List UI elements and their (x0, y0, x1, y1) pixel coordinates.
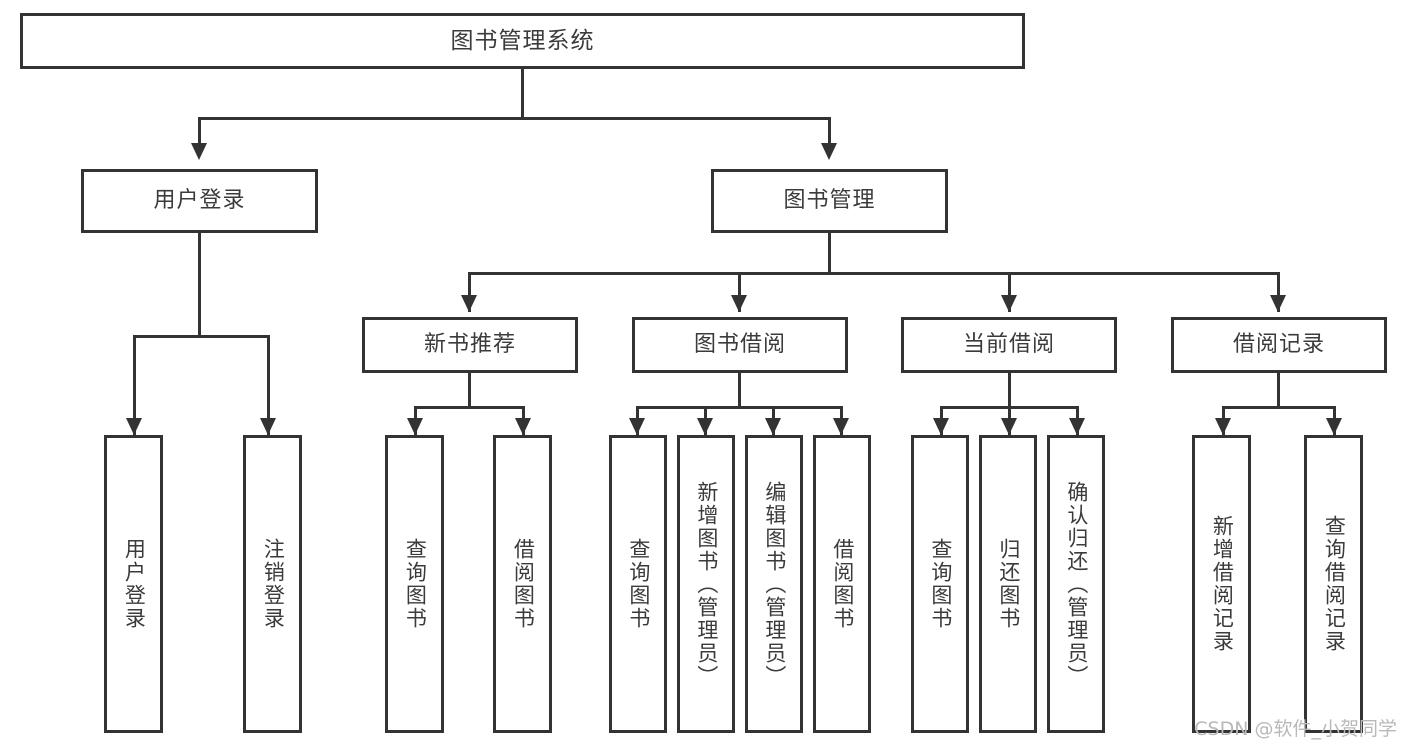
node-book-borrow[interactable]: 图书借阅 (632, 317, 848, 373)
connector-user-login-bus (133, 335, 270, 338)
connector-root-to-book-management (828, 117, 831, 145)
connector-nbr-bus (414, 406, 525, 409)
node-new-book-recommend[interactable]: 新书推荐 (362, 317, 578, 373)
node-label: 查询图书 (928, 538, 953, 630)
node-label: 借阅记录 (1232, 331, 1325, 357)
connector-nbr-stem (468, 373, 471, 409)
node-book-management[interactable]: 图书管理 (711, 169, 948, 233)
node-label: 注销登录 (261, 538, 286, 630)
connector-bm-to-borrow-record (1277, 272, 1280, 312)
node-label: 图书管理 (783, 187, 876, 213)
arrow-nbr-to-leaf-1 (407, 418, 423, 435)
arrow-br-to-leaf-2 (1326, 418, 1342, 435)
connector-bm-to-book-borrow (738, 272, 741, 312)
node-root-book-management-system[interactable]: 图书管理系统 (20, 13, 1025, 69)
arrow-bb-to-leaf-1 (629, 418, 645, 435)
arrow-bm-to-current-borrow (1001, 295, 1017, 312)
leaf-br-query-record[interactable]: 查询借阅记录 (1304, 435, 1363, 733)
arrow-bm-to-new-book-recommend (461, 295, 477, 312)
arrow-root-to-user-login (191, 143, 207, 160)
connector-root-stem (521, 69, 524, 119)
leaf-user-login-logout[interactable]: 注销登录 (243, 435, 302, 733)
arrow-bb-to-leaf-3 (765, 418, 781, 435)
connector-br-stem (1277, 373, 1280, 409)
node-label: 新增图书（管理员） (694, 480, 719, 688)
connector-cb-stem (1008, 373, 1011, 409)
node-label: 当前借阅 (962, 331, 1055, 357)
arrow-root-to-book-management (821, 143, 837, 160)
node-label: 查询借阅记录 (1322, 515, 1347, 653)
node-label: 归还图书 (996, 538, 1021, 630)
connector-bb-stem (738, 373, 741, 409)
node-label: 用户登录 (122, 538, 147, 630)
node-label: 新书推荐 (423, 331, 516, 357)
node-borrow-record[interactable]: 借阅记录 (1171, 317, 1387, 373)
node-label: 查询图书 (626, 538, 651, 630)
node-label: 图书管理系统 (450, 27, 595, 54)
leaf-cb-query-book[interactable]: 查询图书 (911, 435, 969, 733)
node-label: 确认归还（管理员） (1064, 480, 1089, 688)
arrow-bb-to-leaf-2 (697, 418, 713, 435)
arrow-user-login-to-leaf-1 (126, 418, 142, 435)
node-label: 借阅图书 (511, 538, 536, 630)
arrow-nbr-to-leaf-2 (515, 418, 531, 435)
leaf-user-login-login[interactable]: 用户登录 (104, 435, 163, 733)
connector-root-to-user-login (198, 117, 201, 145)
node-label: 用户登录 (153, 187, 246, 213)
arrow-cb-to-leaf-3 (1069, 418, 1085, 435)
leaf-cb-confirm-return-admin[interactable]: 确认归还（管理员） (1047, 435, 1105, 733)
leaf-cb-return-book[interactable]: 归还图书 (979, 435, 1037, 733)
leaf-br-add-record[interactable]: 新增借阅记录 (1192, 435, 1251, 733)
node-label: 查询图书 (403, 538, 428, 630)
connector-br-bus (1222, 406, 1336, 409)
leaf-bb-add-book-admin[interactable]: 新增图书（管理员） (677, 435, 735, 733)
arrow-cb-to-leaf-1 (933, 418, 949, 435)
connector-book-management-bus (468, 272, 1280, 275)
arrow-br-to-leaf-1 (1215, 418, 1231, 435)
arrow-bm-to-book-borrow (731, 295, 747, 312)
arrow-bm-to-borrow-record (1270, 295, 1286, 312)
connector-bb-bus (636, 406, 843, 409)
arrow-bb-to-leaf-4 (833, 418, 849, 435)
leaf-bb-borrow-book[interactable]: 借阅图书 (813, 435, 871, 733)
node-label: 新增借阅记录 (1210, 515, 1235, 653)
leaf-nbr-borrow-book[interactable]: 借阅图书 (493, 435, 552, 733)
connector-user-login-stem (198, 233, 201, 338)
connector-user-login-to-leaf-1 (133, 335, 136, 435)
node-user-login[interactable]: 用户登录 (81, 169, 318, 233)
node-label: 图书借阅 (693, 331, 786, 357)
connector-book-management-stem (828, 233, 831, 275)
arrow-user-login-to-leaf-2 (260, 418, 276, 435)
arrow-cb-to-leaf-2 (1001, 418, 1017, 435)
connector-bm-to-new-book-recommend (468, 272, 471, 312)
leaf-nbr-query-book[interactable]: 查询图书 (385, 435, 444, 733)
connector-bm-to-current-borrow (1008, 272, 1011, 312)
node-label: 编辑图书（管理员） (762, 480, 787, 688)
leaf-bb-query-book[interactable]: 查询图书 (609, 435, 667, 733)
node-current-borrow[interactable]: 当前借阅 (901, 317, 1117, 373)
leaf-bb-edit-book-admin[interactable]: 编辑图书（管理员） (745, 435, 803, 733)
connector-user-login-to-leaf-2 (267, 335, 270, 435)
node-label: 借阅图书 (830, 538, 855, 630)
connector-root-bus (198, 117, 831, 120)
